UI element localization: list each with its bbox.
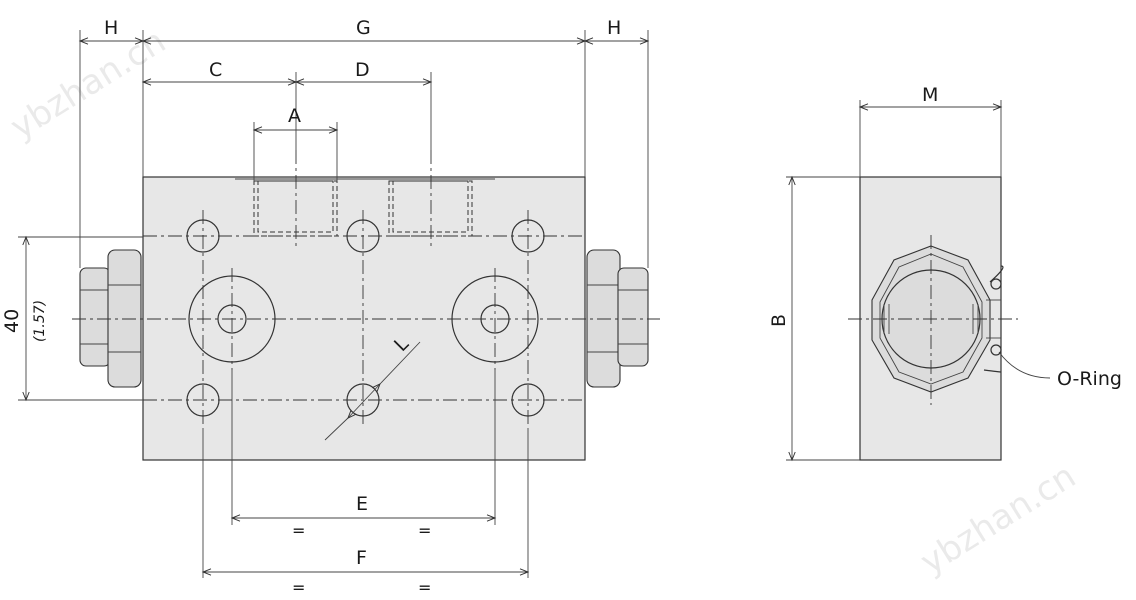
dim-label-b: B xyxy=(768,314,790,327)
right-hex-nut xyxy=(586,249,649,388)
dim-label-a: A xyxy=(288,105,301,127)
dimension-lines xyxy=(22,37,650,576)
dim-label-height-in: (1.57) xyxy=(32,300,48,342)
dim-label-g: G xyxy=(356,17,371,39)
equal-mark-f-right: = xyxy=(418,578,431,597)
dim-label-height-mm: 40 xyxy=(1,309,23,333)
left-hex-nut xyxy=(79,249,142,388)
dim-label-e: E xyxy=(356,493,368,515)
dim-label-h-left: H xyxy=(104,17,118,39)
dim-label-c: C xyxy=(209,59,222,81)
watermark-bottom: ybzhan.cn xyxy=(914,456,1083,582)
oring-label: O-Ring xyxy=(1057,368,1122,390)
side-view: M B O-Ring xyxy=(768,84,1122,462)
equal-mark-f-left: = xyxy=(292,578,305,597)
dim-label-f: F xyxy=(356,547,367,569)
dim-label-d: D xyxy=(355,59,370,81)
oring-detail xyxy=(983,265,1004,373)
equal-mark-e-left: = xyxy=(292,521,305,540)
dim-label-h-right: H xyxy=(607,17,621,39)
equal-mark-e-right: = xyxy=(418,521,431,540)
dim-label-m: M xyxy=(922,84,938,106)
watermark-top: ybzhan.cn xyxy=(4,21,173,147)
front-view: H G H C D A L E F = = = = 40 (1.57) xyxy=(1,17,660,597)
oring-leader xyxy=(998,351,1051,379)
